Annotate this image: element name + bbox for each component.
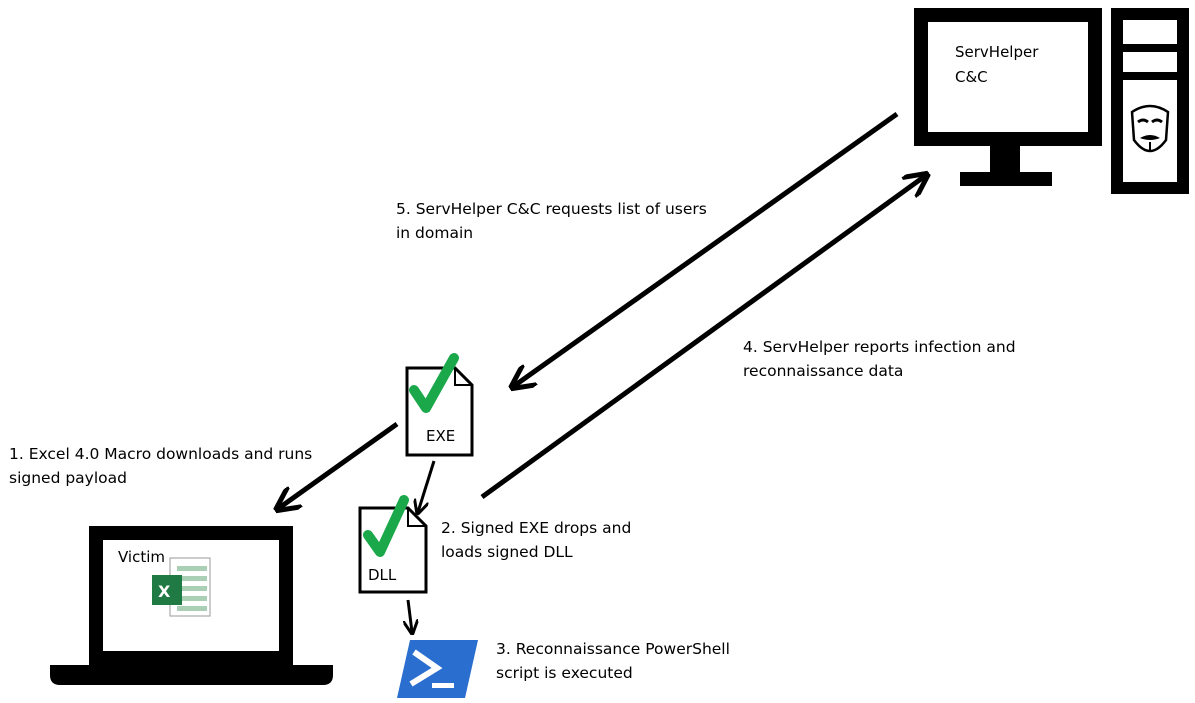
arrow-cnc-to-exe: [514, 111, 899, 386]
checkmark-icon: [409, 353, 459, 413]
step2-label: 2. Signed EXE drops and loads signed DLL: [441, 516, 631, 564]
step5-line1: 5. ServHelper C&C requests list of users: [396, 200, 707, 218]
server-label-line2: C&C: [955, 68, 988, 86]
exe-label: EXE: [426, 427, 455, 445]
step1-line1: 1. Excel 4.0 Macro downloads and runs: [9, 445, 313, 463]
arrow-exe-to-dll: [418, 460, 436, 512]
step5-line2: in domain: [396, 224, 474, 242]
step3-line2: script is executed: [496, 664, 633, 682]
step3-line1: 3. Reconnaissance PowerShell: [496, 640, 730, 658]
monitor-icon: [914, 8, 1102, 186]
step1-label: 1. Excel 4.0 Macro downloads and runs si…: [9, 442, 312, 490]
victim-label: Victim: [118, 548, 165, 566]
step2-line2: loads signed DLL: [441, 543, 573, 561]
step4-line2: reconnaissance data: [743, 362, 904, 380]
step1-line2: signed payload: [9, 469, 127, 487]
arrow-dll-to-powershell: [408, 599, 412, 632]
arrow-dll-to-cnc: [480, 176, 925, 500]
step2-line1: 2. Signed EXE drops and: [441, 519, 632, 537]
dll-label: DLL: [368, 566, 397, 584]
excel-icon: X: [152, 557, 211, 617]
step4-line1: 4. ServHelper reports infection and: [743, 338, 1016, 356]
step4-label: 4. ServHelper reports infection and reco…: [743, 335, 1016, 383]
server-label-line1: ServHelper: [955, 43, 1039, 61]
step3-label: 3. Reconnaissance PowerShell script is e…: [496, 637, 730, 685]
powershell-icon: [397, 640, 478, 698]
checkmark-icon: [363, 495, 409, 557]
step5-label: 5. ServHelper C&C requests list of users…: [396, 197, 707, 245]
svg-text:X: X: [158, 582, 171, 601]
arrow-exe-to-victim: [279, 421, 399, 508]
tower-icon: [1111, 8, 1189, 194]
mask-icon: [1130, 104, 1170, 153]
